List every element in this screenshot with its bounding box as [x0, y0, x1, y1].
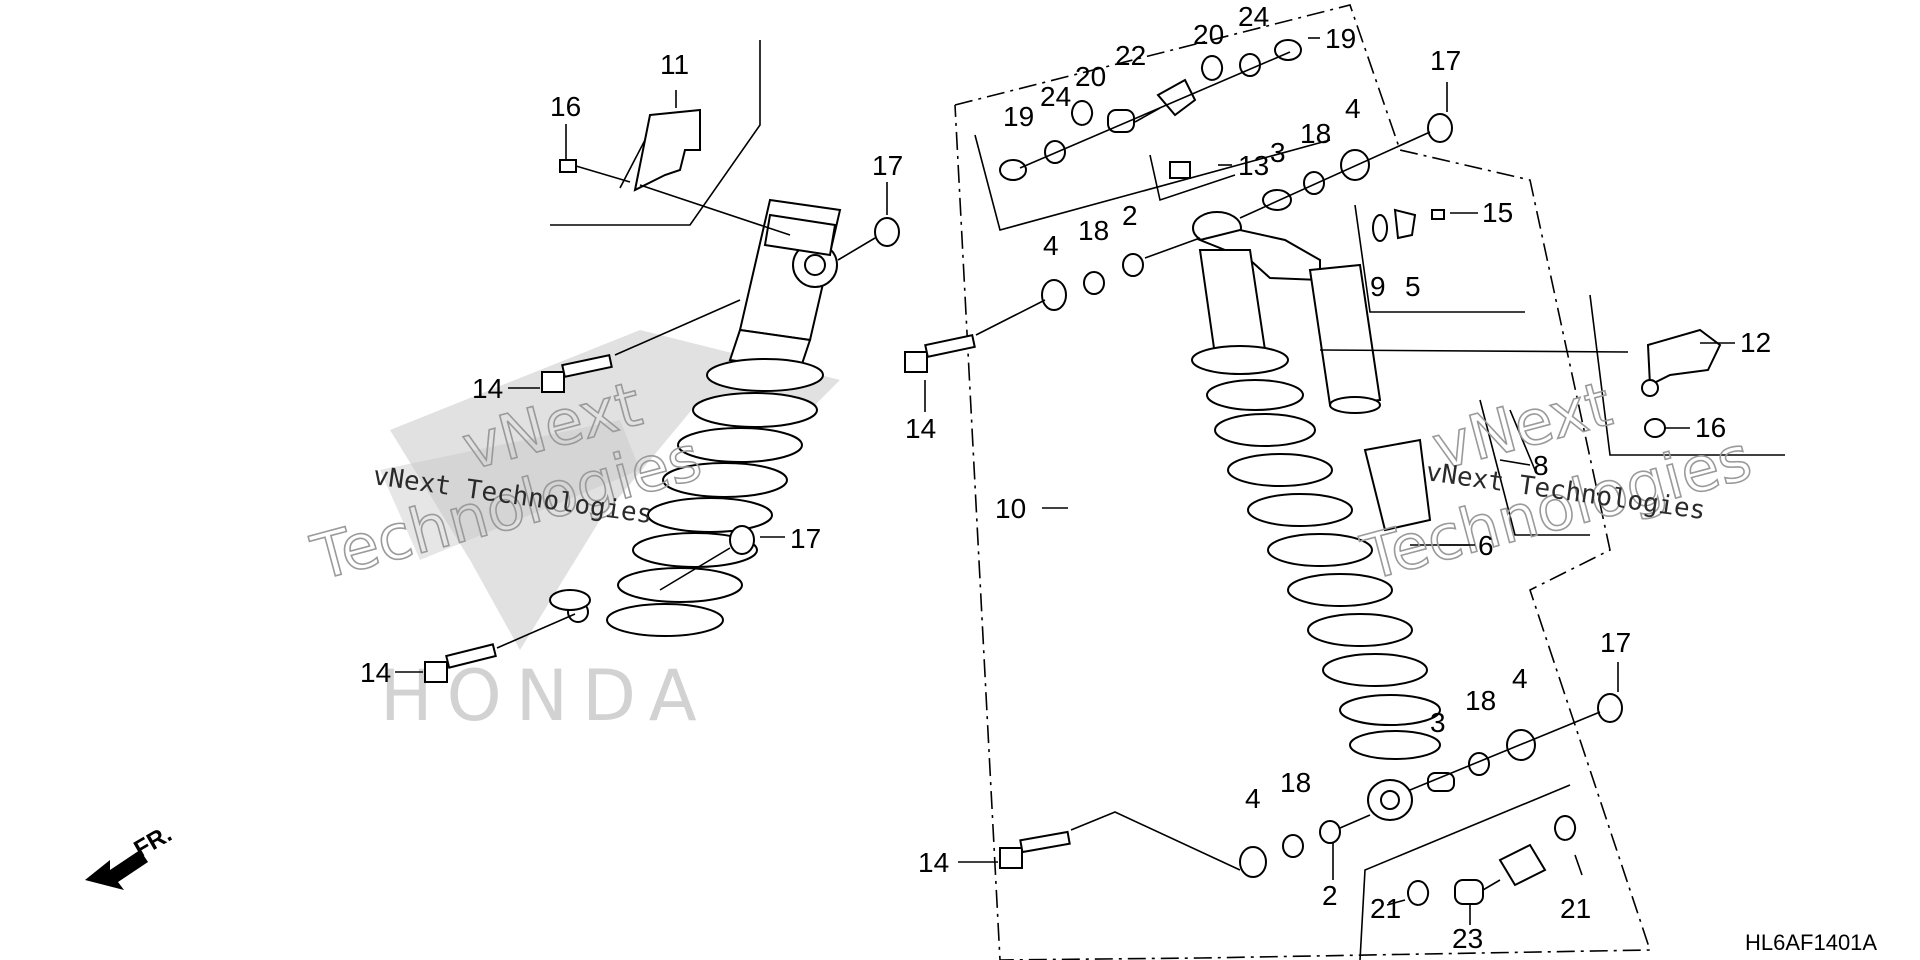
callout-12: 12 — [1740, 327, 1771, 358]
callout-24-right: 24 — [1238, 1, 1269, 32]
callout-17-upper-left: 17 — [872, 150, 903, 181]
part-9-5-15-box — [1354, 204, 1525, 313]
front-arrow-icon — [85, 850, 148, 890]
callout-3-upper: 3 — [1270, 137, 1286, 168]
callout-14-upper-left: 14 — [472, 373, 503, 404]
part-13-box — [1149, 154, 1236, 202]
callout-11: 11 — [660, 49, 689, 80]
callout-18-lower-left: 18 — [1280, 767, 1311, 798]
part-11-cover — [633, 108, 701, 192]
exploded-frame — [954, 4, 1652, 960]
callout-4-upper-left: 4 — [1043, 230, 1059, 261]
callout-16-left: 16 — [550, 91, 581, 122]
leader-lines — [395, 37, 1735, 925]
callout-21-left: 21 — [1370, 893, 1401, 924]
callout-20-left: 20 — [1075, 61, 1106, 92]
callout-19-right: 19 — [1325, 23, 1356, 54]
callout-4-lower-left: 4 — [1245, 783, 1261, 814]
callout-24-left: 24 — [1040, 81, 1071, 112]
callout-9: 9 — [1370, 271, 1386, 302]
callout-14-lower-right: 14 — [918, 847, 949, 878]
callout-numbers: 11 16 17 14 17 14 19 24 20 22 20 24 19 1… — [360, 1, 1771, 954]
right-hardware-upper — [904, 113, 1453, 373]
callout-13: 13 — [1238, 150, 1269, 181]
callout-16-right: 16 — [1695, 412, 1726, 443]
callout-23: 23 — [1452, 923, 1483, 954]
honda-wing-logo — [380, 330, 840, 650]
callout-18-upper-left: 18 — [1078, 215, 1109, 246]
decal-box — [1363, 399, 1590, 546]
callout-14-upper-right: 14 — [905, 413, 936, 444]
callout-22: 22 — [1115, 40, 1146, 71]
left-shock-assembly — [549, 198, 842, 637]
upper-bushing-box — [974, 39, 1331, 231]
callout-10: 10 — [995, 493, 1026, 524]
callout-14-lower-left: 14 — [360, 657, 391, 688]
callout-18-upper-right: 18 — [1300, 118, 1331, 149]
callout-17-mid-left: 17 — [790, 523, 821, 554]
callout-17-upper-right: 17 — [1430, 45, 1461, 76]
callout-3-lower: 3 — [1430, 707, 1446, 738]
callout-20-right: 20 — [1193, 19, 1224, 50]
right-shock-spring — [1206, 379, 1441, 760]
callout-18-lower-right: 18 — [1465, 685, 1496, 716]
drawing-code: HL6AF1401A — [1745, 930, 1877, 955]
callout-6: 6 — [1478, 530, 1494, 561]
left-hardware — [424, 217, 900, 683]
part-16-bolt-left — [559, 159, 577, 173]
callout-15: 15 — [1482, 197, 1513, 228]
bracket-box-left — [550, 40, 791, 236]
callout-21-right: 21 — [1560, 893, 1591, 924]
callout-5: 5 — [1405, 271, 1421, 302]
right-hardware-lower — [999, 693, 1623, 878]
callout-17-lower-right: 17 — [1600, 627, 1631, 658]
right-shock-assembly — [1191, 211, 1441, 821]
callout-19-upper: 19 — [1003, 101, 1034, 132]
lower-bushing-box — [1359, 784, 1577, 960]
callout-8: 8 — [1533, 450, 1549, 481]
callout-4-upper-right: 4 — [1345, 93, 1361, 124]
left-shock-spring — [606, 358, 824, 637]
callout-4-lower-right: 4 — [1512, 663, 1528, 694]
callout-2-lower: 2 — [1322, 880, 1338, 911]
callout-2-upper: 2 — [1122, 200, 1138, 231]
front-direction-indicator: FR. — [85, 820, 176, 890]
